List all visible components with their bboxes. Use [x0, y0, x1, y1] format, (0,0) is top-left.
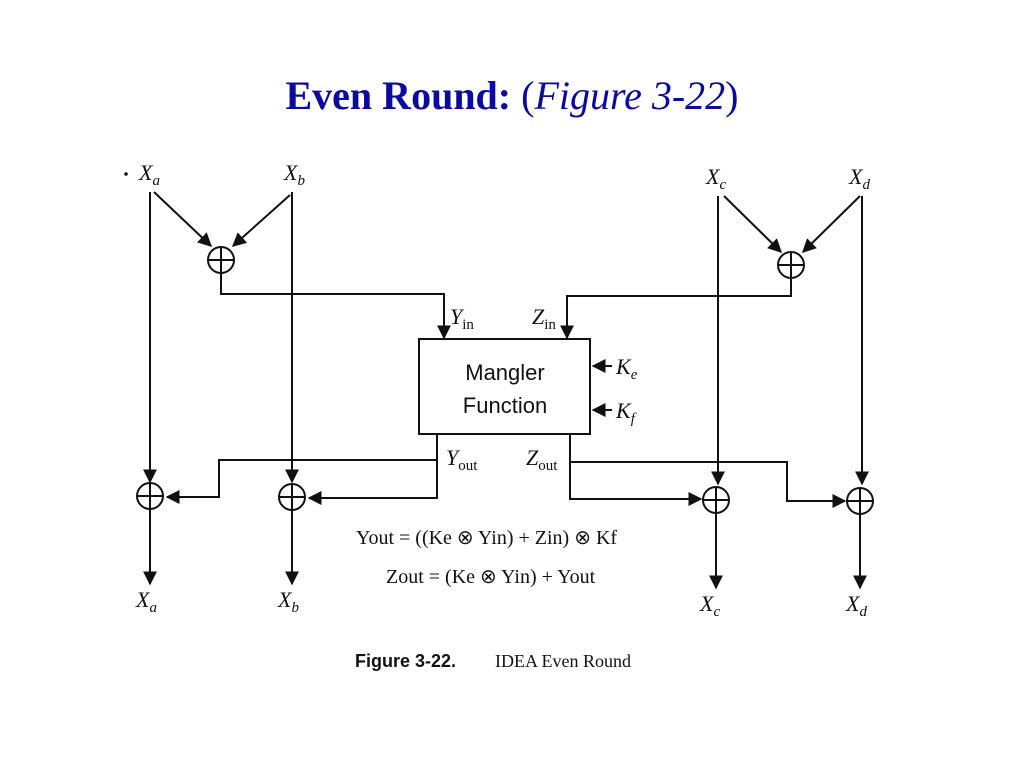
input-xc-label: Xc: [705, 164, 726, 193]
yin-label: Yin: [450, 304, 474, 333]
ke-label: Ke: [615, 354, 638, 383]
mangler-function-box: [418, 338, 591, 435]
input-xd-label: Xd: [848, 164, 870, 193]
stray-dot: [124, 172, 128, 176]
box-line2: Function: [463, 393, 547, 418]
input-xb-label: Xb: [283, 160, 305, 189]
route-zout-to-xd: [570, 461, 847, 508]
diag-xa-to-xor: [153, 191, 213, 247]
xor-bottom-xd: [846, 487, 874, 515]
route-yin: [220, 273, 451, 340]
kf-label: Kf: [615, 398, 637, 427]
xor-bottom-xb: [278, 483, 306, 511]
slide-title: Even Round: (Figure 3-22): [0, 66, 1024, 126]
output-xb-label: Xb: [277, 587, 299, 616]
box-line1: Mangler: [465, 360, 544, 385]
route-yout-to-xb: [307, 460, 438, 505]
zout-label: Zout: [526, 445, 558, 474]
output-xd-label: Xd: [845, 591, 867, 620]
title-close-paren: ): [725, 73, 739, 118]
xor-bottom-xa: [136, 482, 164, 510]
caption-text: IDEA Even Round: [495, 651, 631, 671]
diag-xc-to-xor: [723, 195, 782, 253]
xor-top-right: [777, 251, 805, 279]
equation-zout: Zout = (Ke ⊗ Yin) + Yout: [386, 566, 596, 588]
route-yout-to-xa: [165, 434, 438, 504]
diag-xb-to-xor: [231, 194, 291, 247]
output-xc-label: Xc: [699, 591, 720, 620]
title-italic: Figure 3-22: [534, 73, 726, 118]
output-xa-label: Xa: [135, 587, 157, 616]
title-bold: Even Round:: [285, 73, 512, 118]
route-zin: [560, 278, 792, 340]
input-xa-label: Xa: [138, 160, 160, 189]
equation-yout: Yout = ((Ke ⊗ Yin) + Zin) ⊗ Kf: [356, 527, 617, 549]
caption-label: Figure 3-22.: [355, 651, 456, 671]
xor-bottom-xc: [702, 486, 730, 514]
diag-xd-to-xor: [802, 195, 861, 253]
route-zout-to-xc: [569, 434, 703, 506]
xor-top-left: [207, 246, 235, 274]
yout-label: Yout: [446, 445, 478, 474]
zin-label: Zin: [532, 304, 556, 333]
title-open-paren: (: [521, 73, 535, 118]
